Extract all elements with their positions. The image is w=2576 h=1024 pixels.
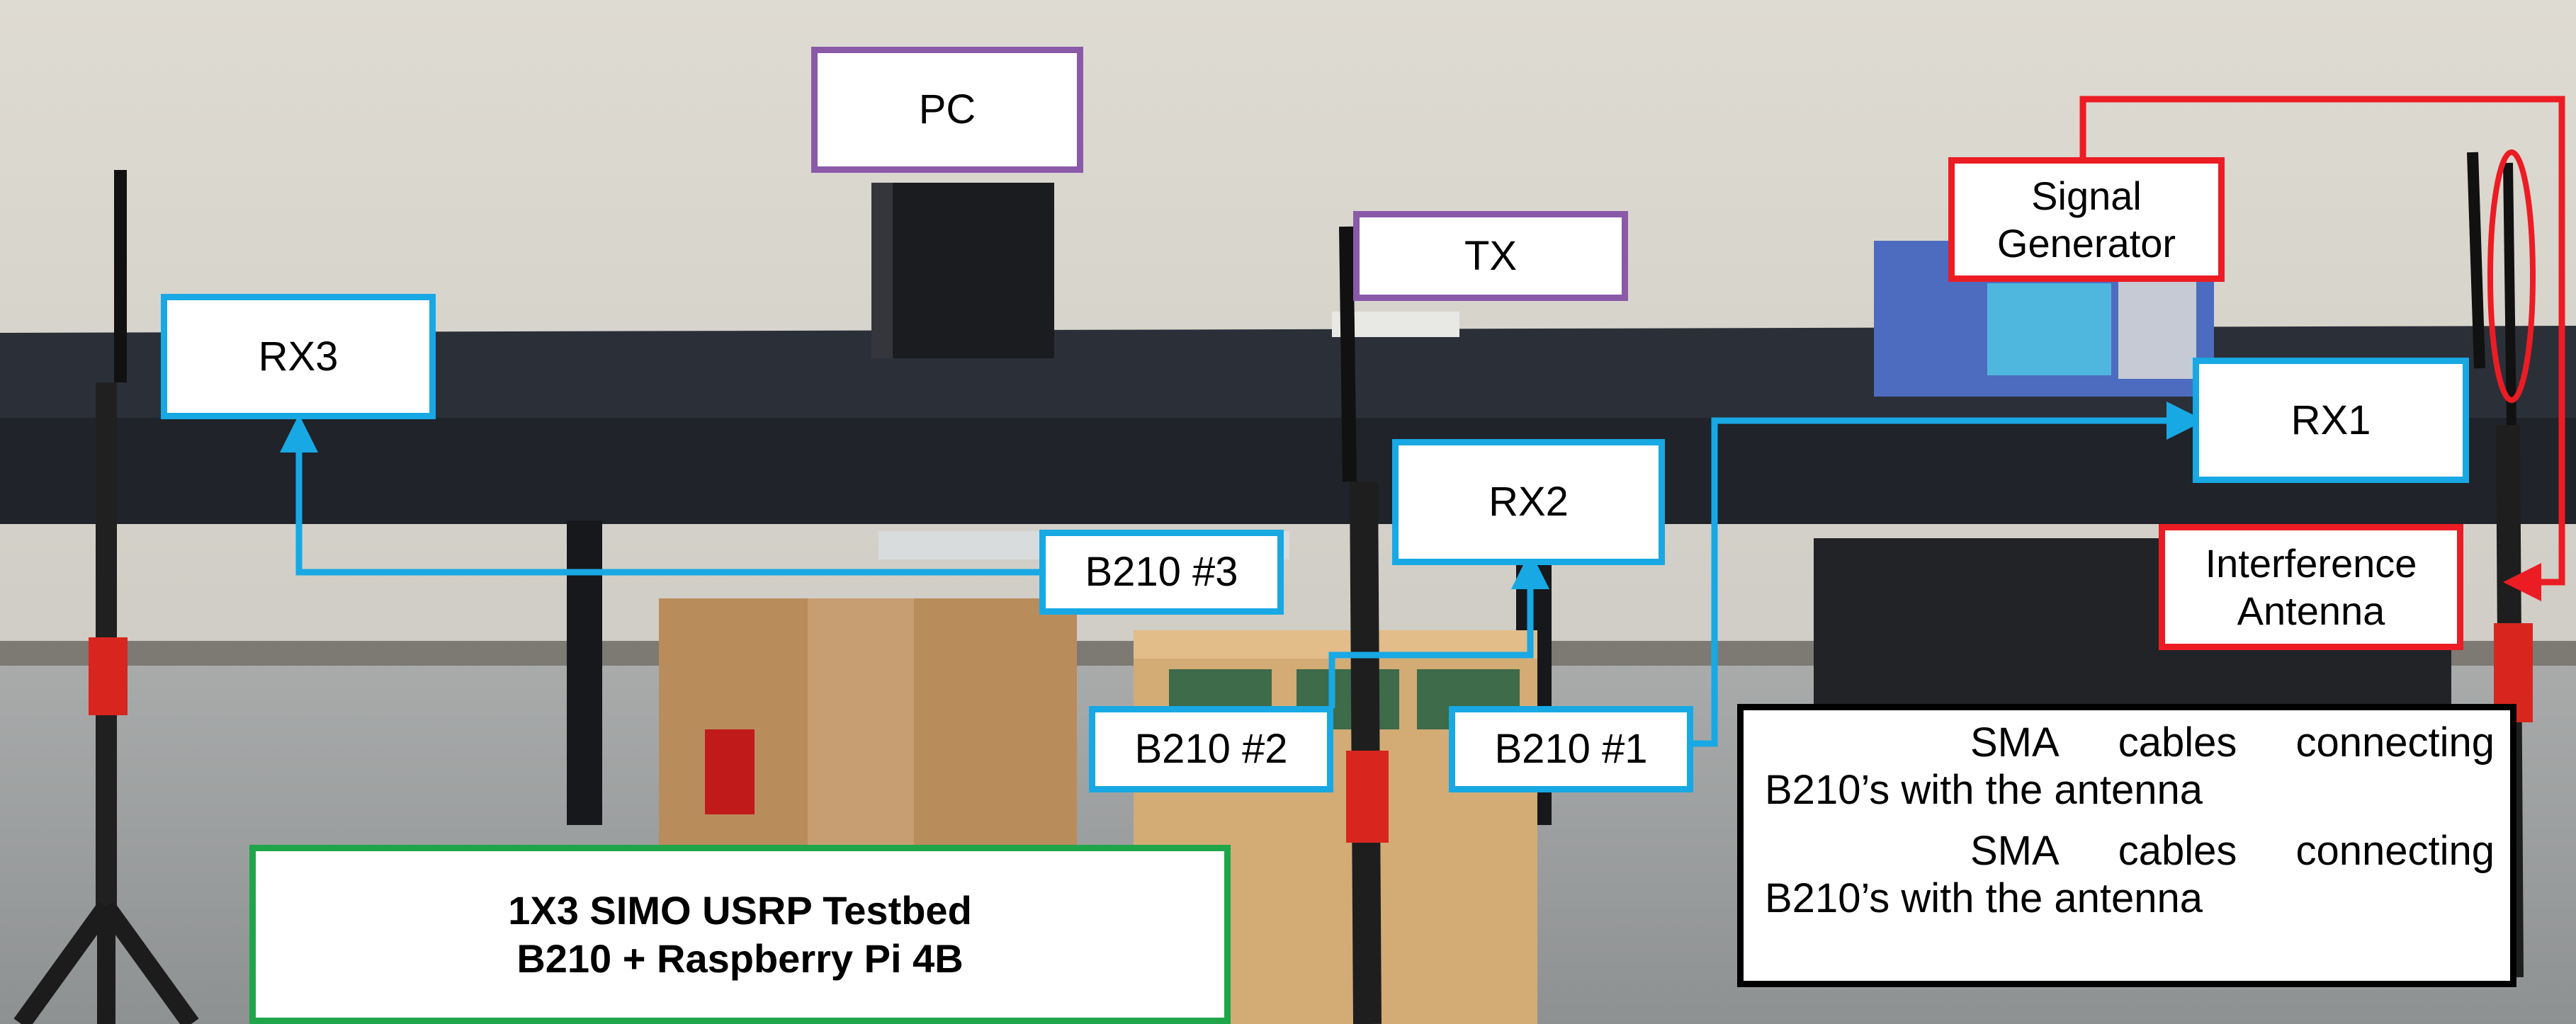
legend-red-line2: B210’s with the antenna [1765,875,2203,921]
legend-entry-red: SMA cables connecting B210’s with the an… [1765,827,2495,922]
right-antenna [2467,152,2485,369]
legend: SMA cables connecting B210’s with the an… [1737,704,2516,987]
pc-tower [871,183,1054,358]
b210-2-label: B210 #2 [1089,706,1333,792]
legend-blue-word1: SMA [1970,719,2060,766]
interference-antenna-label: Interference Antenna [2159,524,2463,650]
center-red-tape [1346,751,1389,843]
signal-generator-screen [1987,283,2111,375]
desk-front [0,418,2576,524]
rx3-label: RX3 [161,294,436,419]
b210-3-label: B210 #3 [1039,530,1284,615]
red-cable-generator-to-interference [2079,96,2565,601]
tx-label: TX [1353,211,1628,301]
pc-tower-side [871,183,893,358]
testbed-title-line1: 1X3 SIMO USRP Testbed [508,888,972,933]
left-red-tape [89,637,128,715]
rx1-label: RX1 [2193,358,2469,483]
legend-entry-blue: SMA cables connecting B210’s with the an… [1765,719,2495,814]
testbed-title: 1X3 SIMO USRP Testbed B210 + Raspberry P… [249,845,1231,1024]
legend-blue-word2: cables [2118,719,2237,766]
blue-cable-b210-3-to-rx3 [280,414,1049,576]
interference-antenna-label-line2: Antenna [2237,588,2385,633]
center-antenna [1339,226,1357,482]
legend-blue-word3: connecting [2295,719,2495,766]
signal-generator-label: Signal Generator [1948,157,2225,282]
blue-cable-b210-1-to-rx1 [1690,402,2205,747]
interference-antenna-highlight [2487,149,2536,403]
legend-blue-line2: B210’s with the antenna [1765,767,2203,813]
legend-red-word3: connecting [2295,828,2495,874]
legend-red-word1: SMA [1970,828,2060,874]
blue-cable-b210-2-to-rx2 [1328,551,1549,708]
signal-generator-panel [2118,280,2196,379]
testbed-title-line2: B210 + Raspberry Pi 4B [516,935,964,981]
signal-generator-label-line1: Signal [2031,173,2142,218]
interference-antenna-label-line1: Interference [2205,540,2417,586]
b210-1-label: B210 #1 [1449,706,1693,792]
pc-label: PC [811,47,1083,173]
interference-antenna [2503,162,2516,426]
fragile-sticker [705,729,755,814]
legend-red-word2: cables [2118,828,2237,874]
rx2-label: RX2 [1392,439,1665,565]
signal-generator-label-line2: Generator [1996,221,2176,266]
desk-leg [567,520,602,825]
